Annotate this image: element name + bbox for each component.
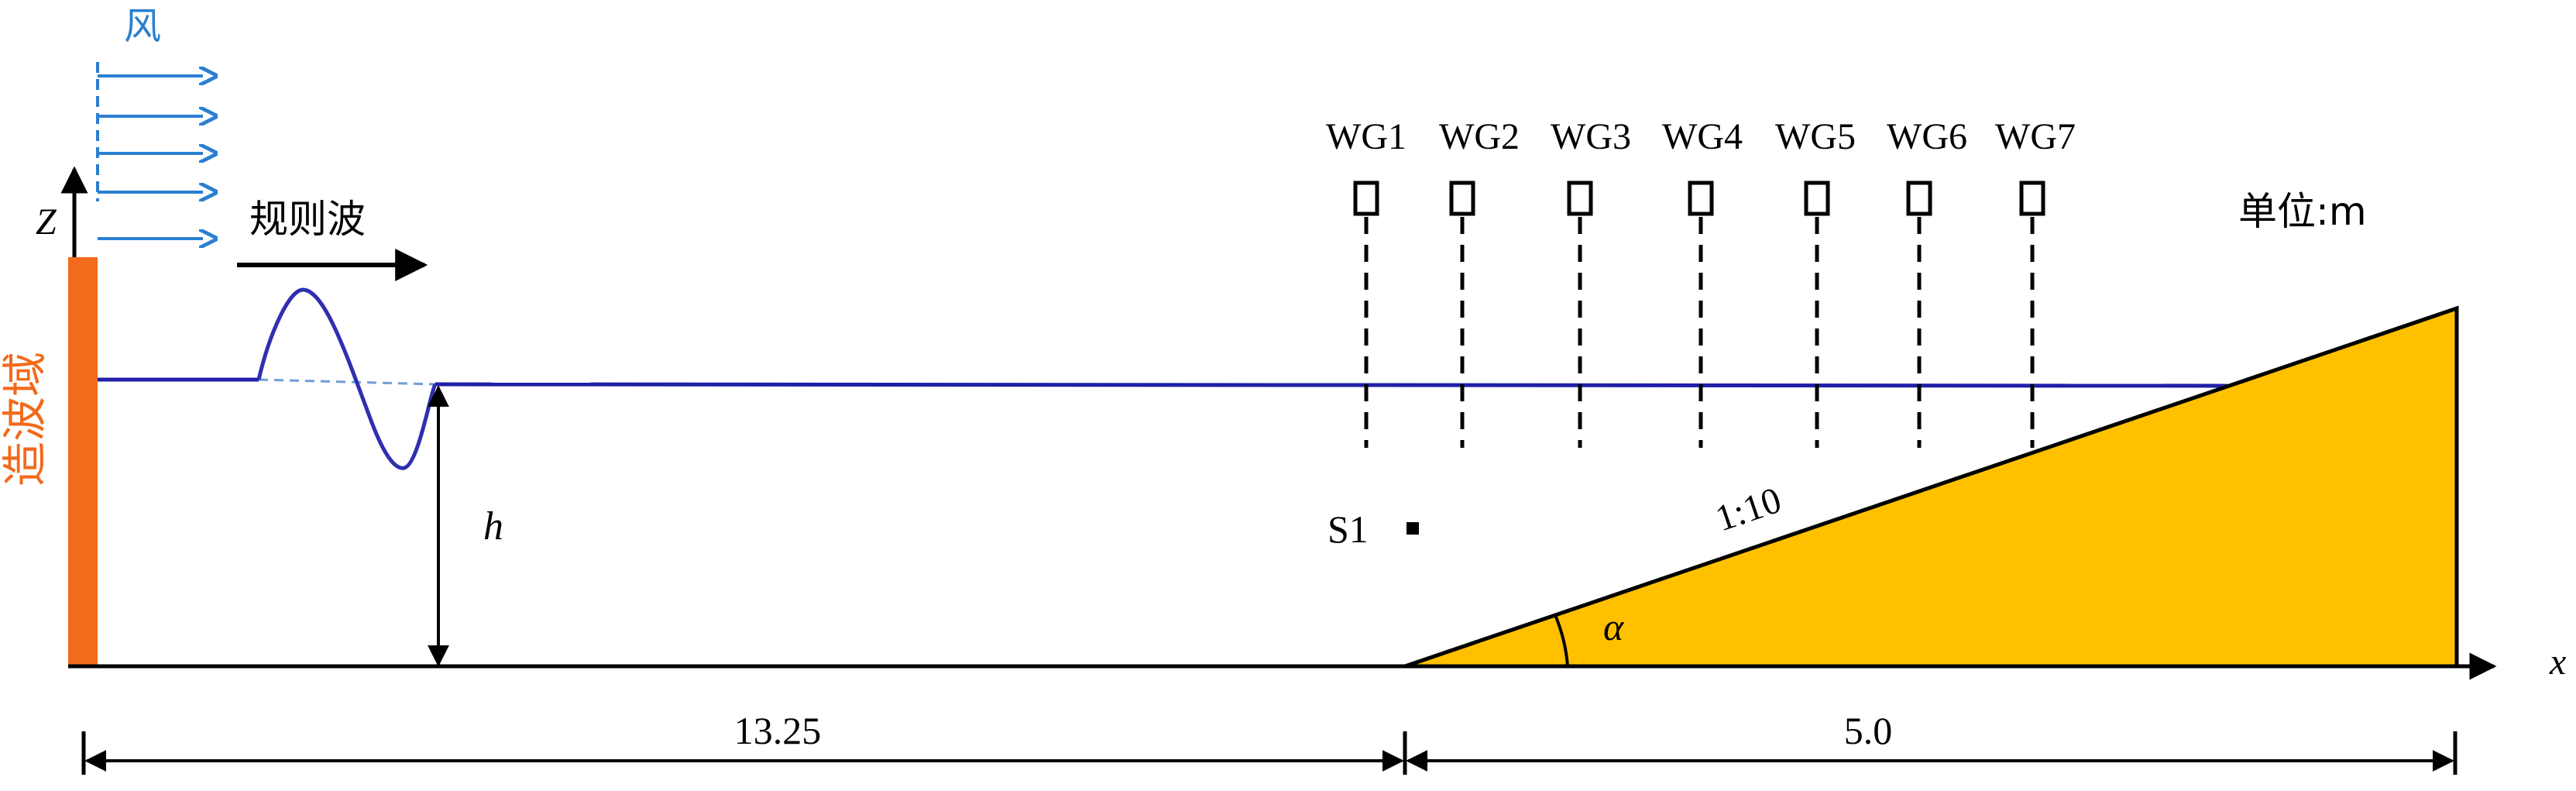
angle-label: α bbox=[1603, 605, 1625, 648]
wave-gauge-head bbox=[1449, 181, 1475, 216]
wave-gauge-label: WG2 bbox=[1439, 116, 1520, 157]
wave-gauge: WG1 bbox=[1326, 116, 1406, 448]
still-water-line bbox=[434, 382, 2228, 388]
wave-gauge-label: WG7 bbox=[1995, 116, 2076, 157]
beach-slope bbox=[1404, 305, 2459, 669]
wave-gauge-head bbox=[1906, 181, 1932, 216]
angle-arc bbox=[1554, 614, 1569, 667]
wave-gauge-label: WG3 bbox=[1551, 116, 1631, 157]
wave-gauges: WG1 WG2 WG3 WG4 WG5 WG6 WG7 bbox=[1326, 116, 2076, 448]
probe-point-s1 bbox=[1406, 522, 1419, 535]
wave-gauge: WG2 bbox=[1439, 116, 1520, 448]
wavemaker-bar bbox=[68, 257, 98, 668]
wave-gauge: WG6 bbox=[1887, 116, 1967, 448]
wave-gauge-label: WG4 bbox=[1662, 116, 1743, 157]
wave-gauge-label: WG1 bbox=[1326, 116, 1406, 157]
wave-gauge-head bbox=[1688, 181, 1714, 216]
wavemaker-label: 造波域 bbox=[0, 352, 51, 487]
wave-gauge-label: WG6 bbox=[1887, 116, 1967, 157]
dim-left-label: 13.25 bbox=[734, 709, 822, 752]
wave-gauge: WG7 bbox=[1995, 116, 2076, 448]
wave-gauge: WG3 bbox=[1551, 116, 1631, 448]
dim-right-label: 5.0 bbox=[1844, 709, 1893, 752]
x-axis-label: x bbox=[2549, 641, 2566, 683]
wave-gauge-head bbox=[1567, 181, 1593, 216]
wave-gauge-head bbox=[2019, 181, 2045, 216]
wave-gauge-head bbox=[1804, 181, 1830, 216]
probe-point-label: S1 bbox=[1327, 507, 1369, 551]
z-axis-label: Z bbox=[36, 201, 57, 242]
wind-arrows bbox=[98, 76, 203, 239]
wave-gauge-head bbox=[1353, 181, 1379, 216]
unit-label: 单位:m bbox=[2238, 189, 2367, 234]
still-water-line-dashed bbox=[258, 378, 436, 386]
depth-label: h bbox=[483, 504, 503, 549]
wave-gauge: WG5 bbox=[1775, 116, 1856, 448]
wave-profile bbox=[256, 287, 438, 470]
wave-gauge-label: WG5 bbox=[1775, 116, 1856, 157]
wave-gauge: WG4 bbox=[1662, 116, 1743, 448]
wind-label: 风 bbox=[124, 5, 161, 48]
slope-ratio-label: 1:10 bbox=[1710, 480, 1786, 540]
wave-label: 规则波 bbox=[249, 197, 366, 242]
